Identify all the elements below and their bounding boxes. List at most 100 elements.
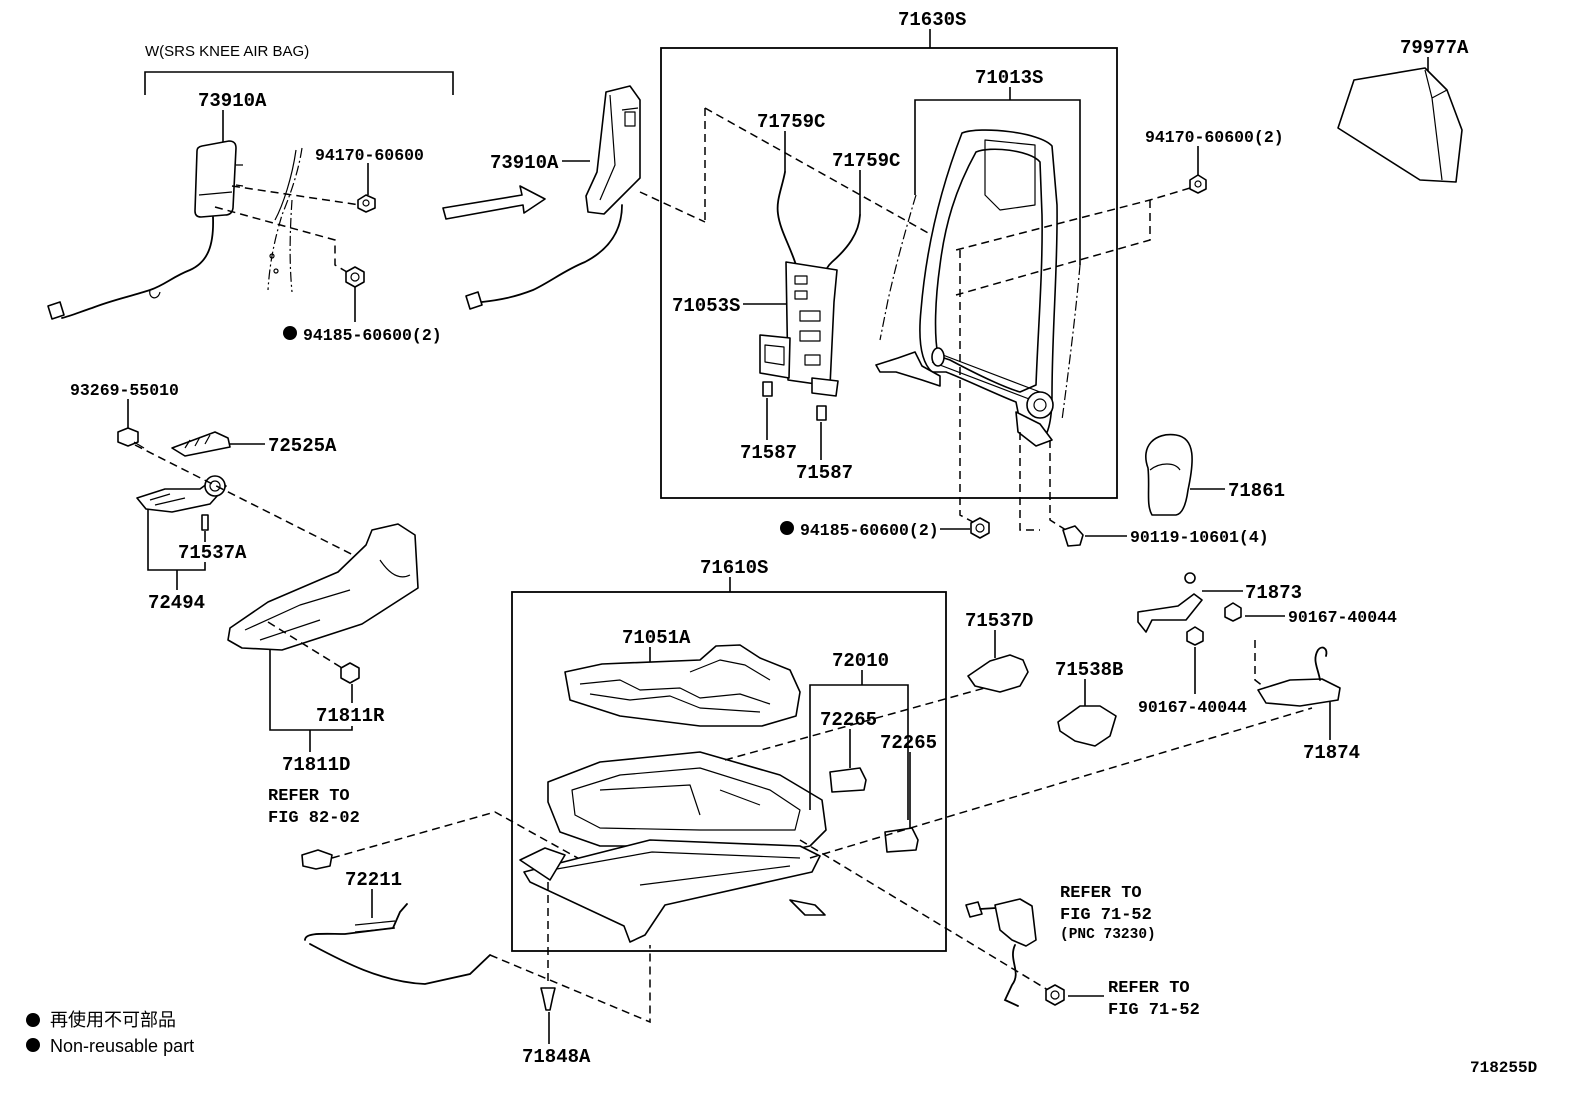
plate-body [785,261,838,387]
nut-hole [975,523,985,533]
mounting-dashed-line [639,191,706,223]
clip-center [1194,180,1202,188]
cushion-frame-detail [599,784,761,816]
reference-line-1: REFER TO [268,787,350,806]
reference-line-2: FIG 82-02 [268,809,360,828]
cushion-frame-inner [571,767,801,831]
knee-airbag-variant-group: W(SRS KNEE AIR BAG) 73910A 94170-60600 [47,43,454,345]
part-label-73910a-left: 73910A [198,90,267,112]
part-label-94185-60600-mid: 94185-60600(2) [800,521,939,540]
mounting-dashed-line [1049,440,1067,531]
bolt-90119-group: 90119-10601(4) [1062,525,1269,547]
part-label-71538b: 71538B [1055,659,1123,681]
spring-mat-outline [564,644,801,727]
reference-line-1: REFER TO [1108,979,1190,998]
part-label-71537d: 71537D [965,610,1033,632]
variant-note: W(SRS KNEE AIR BAG) [145,43,309,60]
airbag-body [194,140,237,218]
mounting-dashed-line [214,206,348,273]
part-72265-b [884,827,919,853]
plate-slot [799,310,821,322]
seatback-frame-71013s [875,129,1081,447]
nut-94185-mid-group: 94185-60600(2) [780,517,990,540]
rail-outline [523,839,821,943]
clip-94170-left [357,194,376,213]
buckle-connector [965,901,983,918]
part-label-93269-55010: 93269-55010 [70,381,179,400]
cover-71811d-group: 71811R 71811D [227,523,419,776]
clip-71587-b [816,405,827,421]
airbag-connector [47,301,65,320]
spring-mat-71051a [564,644,801,727]
rail-detail [539,851,801,886]
mounting-dashed-line [267,621,343,669]
lever-72494-group: 71537A 72494 [136,475,247,614]
cover-edge-dashdot [879,194,917,341]
clip-71587-a [762,381,773,397]
frame-recliner [1026,391,1054,419]
reference-nut-hole [1050,990,1060,1000]
plate-lower-tab [811,377,839,397]
wire-part-a [776,171,797,266]
group-bracket-line [914,99,1081,265]
airbag-detail [599,94,639,201]
reference-nut [1045,984,1065,1006]
diagram-code: 718255D [1470,1059,1537,1077]
cover-edge-dashdot [1061,264,1081,421]
mounting-dashed-line [1254,640,1269,691]
part-label-73910a-mid: 73910A [490,152,559,174]
non-reusable-marker [283,326,297,340]
bolt-90119 [1062,525,1084,547]
edge-hole [273,268,279,274]
screw-90167-left [1186,626,1204,646]
airbag-wire [481,204,623,303]
edge-line [274,149,297,221]
seatback-side-edge [267,147,303,293]
part-label-71874: 71874 [1303,742,1360,764]
edge-dashdot-line [267,147,303,291]
part-label-72211: 72211 [345,869,402,891]
knob-grip-lines [184,434,211,449]
frame-tube-end [931,347,945,367]
variant-bracket-line [144,71,454,95]
plate-slot [804,354,821,366]
screw-90167-right-group: 90167-40044 [1224,602,1397,691]
plate-side-box-inner [764,344,785,366]
part-71538b-group: 71538B [1055,659,1123,747]
rail-bracket [519,847,566,881]
part-label-71811d: 71811D [282,754,350,776]
part-71873 [1137,593,1203,633]
pad-edges [1424,69,1448,181]
frame-recliner-center [1033,398,1047,412]
airbag-body [585,85,641,215]
nut-body [345,266,365,288]
part-label-90119-10601: 90119-10601(4) [1130,528,1269,547]
part-label-71861: 71861 [1228,480,1285,502]
part-label-71587-a: 71587 [740,442,797,464]
legend-english: Non-reusable part [50,1036,194,1056]
frame-top-mechanism [984,139,1036,211]
frame-foot-bracket [875,351,941,387]
mounting-dashed-line [134,444,376,567]
mounting-dashed-line [489,945,651,1024]
frame-inner [934,148,1043,393]
part-label-71013s: 71013S [975,67,1043,89]
airbag-detail [198,164,244,196]
pin-71537a [201,514,209,531]
mounting-dashed-line [955,200,1151,296]
part-label-90167-40044-right: 90167-40044 [1288,608,1397,627]
reference-line-3: (PNC 73230) [1060,927,1156,943]
part-label-72265-b: 72265 [880,732,937,754]
legend: 再使用不可部品 Non-reusable part [26,1010,194,1056]
mounting-dashed-line [724,680,1011,761]
mounting-dashed-line [1019,432,1040,531]
reference-line-2: FIG 71-52 [1108,1001,1200,1020]
nut-hole [350,272,360,282]
buckle-cable [979,907,997,910]
bolt-71848a-group: 71848A [522,987,591,1068]
screw-90167-right [1224,602,1242,622]
airbag-wire-branch [149,289,161,299]
knob-72525a [171,431,231,457]
buckle-part [994,898,1037,947]
